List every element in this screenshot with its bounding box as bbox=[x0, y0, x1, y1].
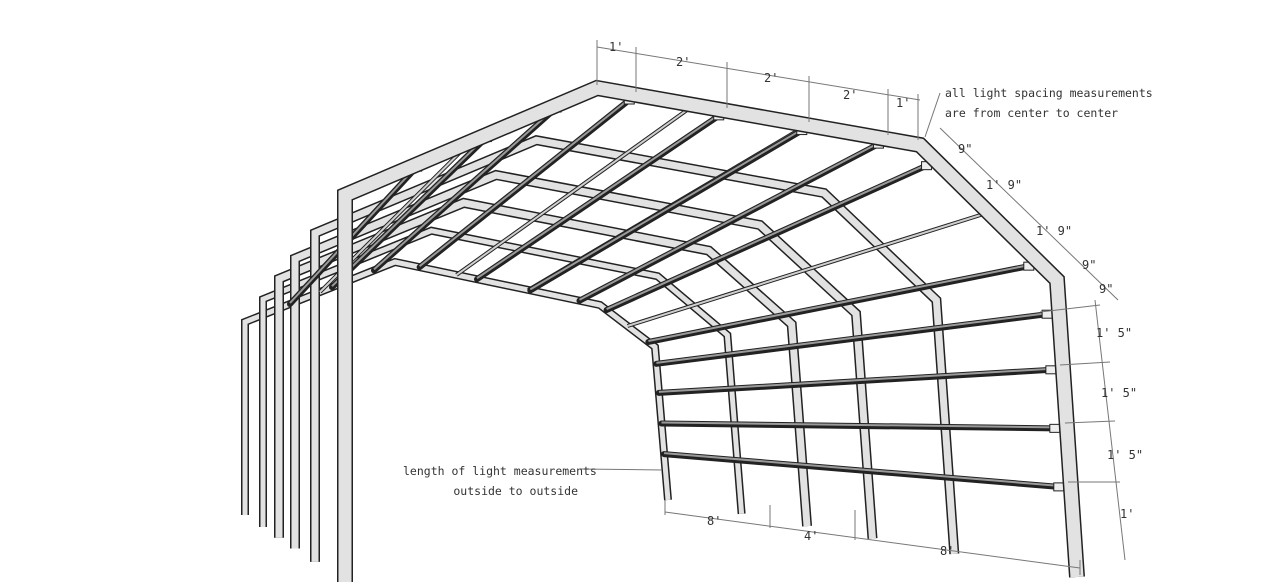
dim-top-5: 1' bbox=[896, 96, 911, 110]
dim-right-8: 1' 5" bbox=[1107, 448, 1144, 462]
light-fixture-10 bbox=[656, 312, 1048, 364]
light-fixture-3 bbox=[373, 106, 557, 271]
length-note: length of light measurements outside to … bbox=[403, 461, 597, 501]
dim-line-bottom bbox=[664, 511, 1081, 569]
light-end-cap-12 bbox=[1049, 423, 1061, 433]
purlin-4 bbox=[627, 211, 989, 327]
spacing-note-line-2: are from center to center bbox=[945, 106, 1119, 120]
rafter-arch-2 bbox=[260, 228, 745, 528]
dim-top-4: 2' bbox=[843, 88, 858, 102]
light-fixture-2 bbox=[331, 135, 488, 287]
dim-top-2: 2' bbox=[676, 55, 691, 69]
light-end-cap-11 bbox=[1045, 365, 1057, 375]
light-end-cap-13 bbox=[1053, 482, 1065, 492]
light-fixture-7 bbox=[579, 142, 879, 301]
front-arch-outline bbox=[337, 79, 1085, 582]
light-fixture-1 bbox=[289, 165, 418, 304]
dim-tick-right-2 bbox=[1059, 361, 1111, 366]
rafter-arch-3 bbox=[275, 199, 811, 538]
dim-right-4: 9" bbox=[1082, 258, 1097, 272]
dim-tick-right-3 bbox=[1064, 420, 1116, 424]
dim-right-7: 1' 5" bbox=[1101, 386, 1138, 400]
dim-line-right-roof bbox=[939, 127, 1119, 301]
dim-tick-right-1 bbox=[1039, 304, 1101, 313]
rafter-arch-4 bbox=[291, 171, 876, 549]
spacing-note-leader bbox=[924, 92, 941, 138]
light-fixture-8 bbox=[606, 163, 927, 310]
spacing-note-line-1: all light spacing measurements bbox=[945, 86, 1153, 100]
dim-line-right-wall bbox=[1094, 299, 1126, 561]
dim-bottom-3: 8' bbox=[940, 544, 955, 558]
dim-top-3: 2' bbox=[764, 71, 779, 85]
light-fixture-13 bbox=[664, 452, 1059, 487]
light-fixture-12 bbox=[661, 421, 1055, 429]
dim-right-6: 1' 5" bbox=[1096, 326, 1133, 340]
purlin-2 bbox=[455, 104, 695, 276]
light-fixture-11 bbox=[658, 367, 1051, 393]
dim-bottom-2: 4' bbox=[804, 529, 819, 543]
length-note-line-1: length of light measurements bbox=[403, 464, 597, 478]
dim-right-5: 9" bbox=[1099, 282, 1114, 296]
rafter-arch-5 bbox=[311, 136, 958, 562]
light-fixture-5 bbox=[476, 114, 720, 280]
dim-bottom-1: 8' bbox=[707, 514, 722, 528]
length-note-line-2: outside to outside bbox=[453, 484, 578, 498]
light-fixture-9 bbox=[648, 264, 1029, 342]
light-fixture-6 bbox=[529, 128, 803, 291]
dim-right-2: 1' 9" bbox=[986, 178, 1023, 192]
light-fixture-4 bbox=[418, 98, 630, 267]
dim-line-top bbox=[596, 46, 921, 101]
dim-top-1: 1' bbox=[609, 40, 624, 54]
spacing-note: all light spacing measurements are from … bbox=[945, 83, 1153, 123]
dim-right-1: 9" bbox=[958, 142, 973, 156]
rafter-arch-1 bbox=[242, 259, 671, 515]
length-note-leader bbox=[579, 468, 663, 471]
front-arch bbox=[338, 81, 1084, 582]
dim-right-3: 1' 9" bbox=[1036, 224, 1073, 238]
dim-right-9: 1' bbox=[1120, 507, 1135, 521]
